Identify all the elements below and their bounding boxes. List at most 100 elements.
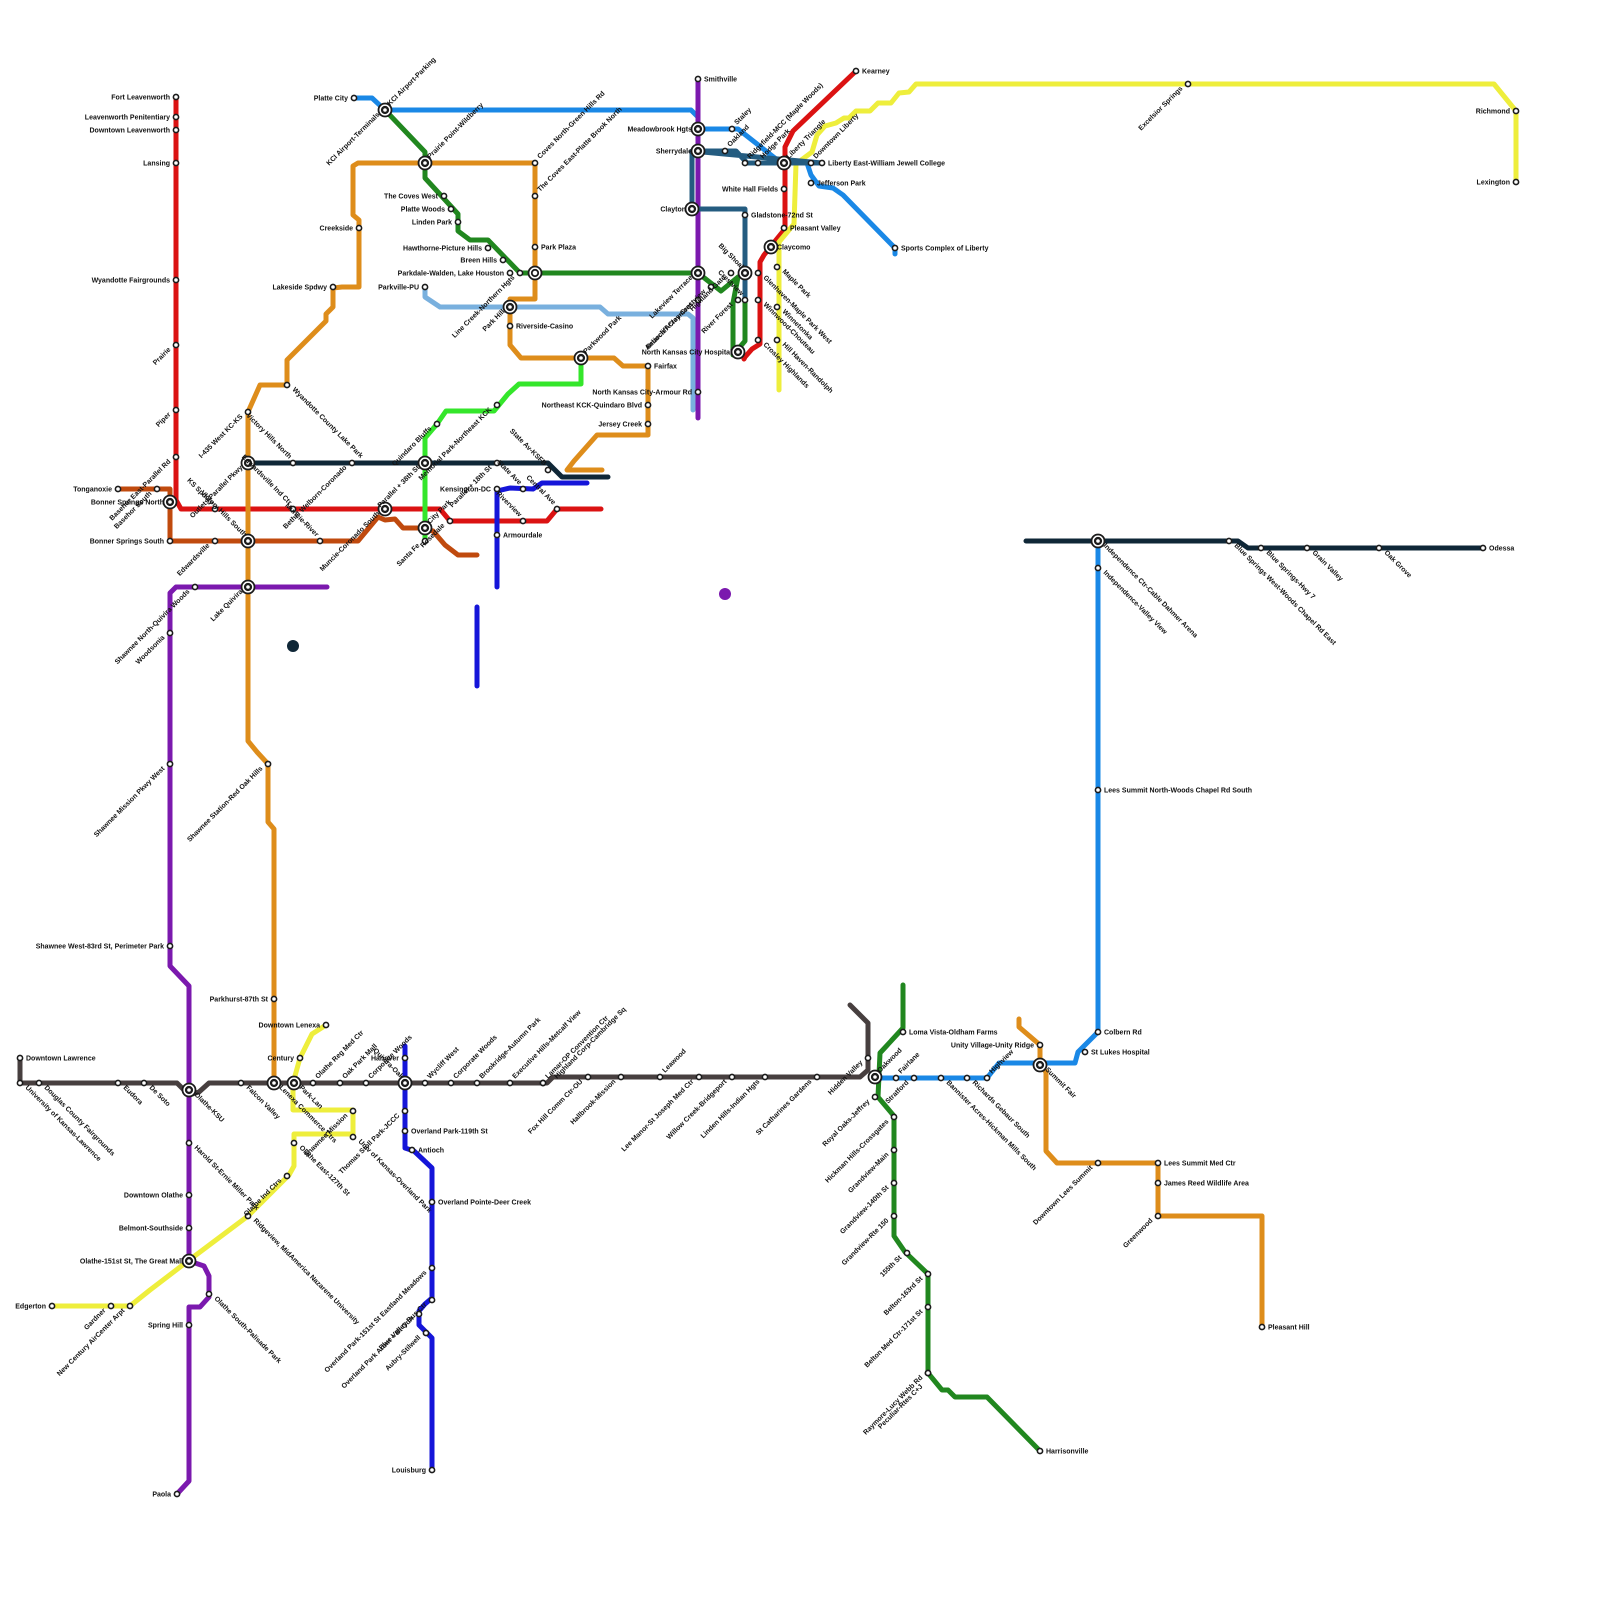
station-marker[interactable] <box>554 506 559 511</box>
station-marker[interactable] <box>925 1304 930 1309</box>
station-marker[interactable] <box>500 257 505 262</box>
station-marker[interactable] <box>925 1271 930 1276</box>
station-marker[interactable] <box>186 1225 191 1230</box>
station-marker[interactable] <box>695 389 700 394</box>
station-marker[interactable] <box>1513 108 1518 113</box>
station-marker[interactable] <box>729 1074 734 1079</box>
station-marker[interactable] <box>618 1074 623 1079</box>
station-marker[interactable] <box>893 1075 898 1080</box>
station-marker[interactable] <box>742 297 747 302</box>
station-marker[interactable] <box>891 1147 896 1152</box>
station-marker[interactable] <box>17 1080 22 1085</box>
station-marker[interactable] <box>774 337 779 342</box>
station-marker[interactable] <box>1095 1029 1100 1034</box>
station-marker[interactable] <box>938 1075 943 1080</box>
station-marker[interactable] <box>349 460 354 465</box>
station-marker[interactable] <box>1258 545 1263 550</box>
station-marker[interactable] <box>186 1322 191 1327</box>
station-marker[interactable] <box>545 467 550 472</box>
station-marker[interactable] <box>337 1080 342 1085</box>
station-marker[interactable] <box>173 160 178 165</box>
station-marker[interactable] <box>1095 787 1100 792</box>
station-marker[interactable] <box>729 126 734 131</box>
station-marker[interactable] <box>1226 538 1231 543</box>
station-marker[interactable] <box>186 1258 191 1263</box>
station-marker[interactable] <box>212 538 217 543</box>
station-marker[interactable] <box>108 1303 113 1308</box>
station-marker[interactable] <box>422 460 427 465</box>
station-marker[interactable] <box>291 1080 296 1085</box>
station-marker[interactable] <box>964 1075 969 1080</box>
station-marker[interactable] <box>984 1075 989 1080</box>
station-marker[interactable] <box>238 1080 243 1085</box>
station-marker[interactable] <box>507 323 512 328</box>
station-marker[interactable] <box>429 1199 434 1204</box>
station-marker[interactable] <box>695 148 700 153</box>
station-marker[interactable] <box>317 538 322 543</box>
station-marker[interactable] <box>1095 538 1100 543</box>
station-marker[interactable] <box>1095 1160 1100 1165</box>
station-marker[interactable] <box>350 1134 355 1139</box>
station-marker[interactable] <box>695 76 700 81</box>
station-marker[interactable] <box>781 225 786 230</box>
station-marker[interactable] <box>1037 1042 1042 1047</box>
station-marker[interactable] <box>755 160 760 165</box>
station-marker[interactable] <box>474 1080 479 1085</box>
station-marker[interactable] <box>755 337 760 342</box>
station-marker[interactable] <box>872 1094 877 1099</box>
station-marker[interactable] <box>645 363 650 368</box>
station-marker[interactable] <box>892 245 897 250</box>
station-marker[interactable] <box>1082 1049 1087 1054</box>
station-marker[interactable] <box>891 1180 896 1185</box>
station-marker[interactable] <box>402 1128 407 1133</box>
station-marker[interactable] <box>167 499 172 504</box>
station-marker[interactable] <box>891 1213 896 1218</box>
station-marker[interactable] <box>735 297 740 302</box>
station-marker[interactable] <box>808 180 813 185</box>
station-marker[interactable] <box>728 270 733 275</box>
station-marker[interactable] <box>781 160 786 165</box>
station-marker[interactable] <box>36 1080 41 1085</box>
station-marker[interactable] <box>507 304 512 309</box>
station-marker[interactable] <box>441 193 446 198</box>
station-marker[interactable] <box>768 244 773 249</box>
station-marker[interactable] <box>402 1108 407 1113</box>
station-marker[interactable] <box>853 68 858 73</box>
station-marker[interactable] <box>494 532 499 537</box>
station-marker[interactable] <box>297 1055 302 1060</box>
station-marker[interactable] <box>271 1080 276 1085</box>
station-marker[interactable] <box>532 244 537 249</box>
station-marker[interactable] <box>422 160 427 165</box>
station-marker[interactable] <box>173 277 178 282</box>
station-marker[interactable] <box>455 219 460 224</box>
station-marker[interactable] <box>409 1147 414 1152</box>
station-marker[interactable] <box>291 1140 296 1145</box>
station-marker[interactable] <box>774 264 779 269</box>
station-marker[interactable] <box>167 943 172 948</box>
station-marker[interactable] <box>1155 1180 1160 1185</box>
station-marker[interactable] <box>911 1075 916 1080</box>
station-marker[interactable] <box>755 270 760 275</box>
station-marker[interactable] <box>422 1080 427 1085</box>
station-marker[interactable] <box>1259 1324 1264 1329</box>
station-marker[interactable] <box>540 1080 545 1085</box>
station-marker[interactable] <box>429 1297 434 1302</box>
station-marker[interactable] <box>173 342 178 347</box>
station-marker[interactable] <box>695 270 700 275</box>
station-marker[interactable] <box>1155 1213 1160 1218</box>
station-marker[interactable] <box>284 1173 289 1178</box>
station-marker[interactable] <box>819 160 824 165</box>
station-marker[interactable] <box>382 107 387 112</box>
station-marker[interactable] <box>755 297 760 302</box>
station-marker[interactable] <box>808 160 813 165</box>
station-marker[interactable] <box>520 486 525 491</box>
station-marker[interactable] <box>645 421 650 426</box>
station-marker[interactable] <box>925 1370 930 1375</box>
station-marker[interactable] <box>434 421 439 426</box>
station-marker[interactable] <box>695 126 700 131</box>
station-marker[interactable] <box>115 486 120 491</box>
station-marker[interactable] <box>173 94 178 99</box>
station-marker[interactable] <box>290 460 295 465</box>
station-marker[interactable] <box>696 1074 701 1079</box>
station-marker[interactable] <box>1095 565 1100 570</box>
